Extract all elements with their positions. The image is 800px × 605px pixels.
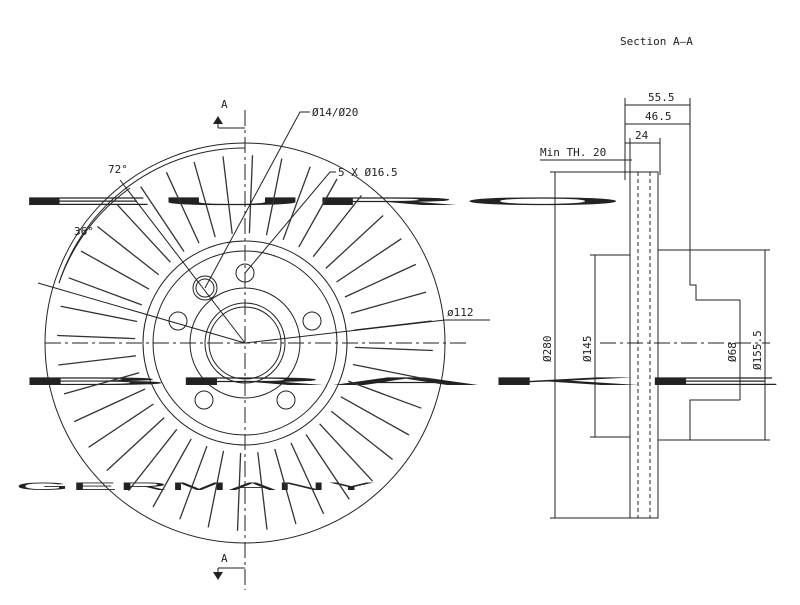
section-title: Section A–A	[620, 35, 693, 48]
front-view	[37, 110, 490, 590]
cooling-vane	[350, 291, 427, 314]
section-label-top: A	[221, 98, 228, 111]
height-total-label: 55.5	[648, 91, 675, 104]
leader-pcd	[244, 319, 490, 344]
cooling-vane	[127, 428, 178, 492]
cooling-vane	[96, 225, 160, 276]
cooling-vane	[352, 363, 430, 381]
bolt-hole	[194, 390, 214, 410]
pcd-label: ø112	[447, 306, 474, 319]
bolt-hole	[276, 390, 296, 410]
cooling-vane	[80, 250, 150, 290]
cooling-vane	[117, 204, 171, 263]
cooling-vane	[340, 396, 410, 436]
angle-label-72: 72°	[108, 163, 128, 176]
cooling-vane	[63, 372, 140, 395]
diameter-center-label: Ø68	[726, 342, 739, 362]
cooling-vane	[222, 156, 233, 234]
angle-arc-72	[58, 147, 246, 284]
section-hat-top	[658, 249, 740, 301]
cooling-vane	[58, 355, 136, 366]
bolt-pattern-label: 5 X Ø16.5	[338, 166, 398, 179]
cooling-vane	[330, 410, 394, 461]
angle-ray-36	[119, 179, 246, 344]
cooling-vane	[236, 452, 242, 531]
diameter-outer-label: Ø280	[541, 336, 554, 363]
section-label-bottom: A	[221, 552, 228, 565]
cooling-vane	[73, 388, 146, 423]
cooling-vane	[207, 450, 225, 528]
bolt-hole	[302, 311, 322, 331]
section-arrow-bottom	[213, 572, 223, 580]
cooling-vane	[290, 442, 325, 515]
bolt-holes	[168, 263, 322, 410]
cooling-vane	[60, 305, 138, 323]
cooling-vane	[106, 417, 165, 471]
section-view	[540, 98, 770, 519]
bolt-hole-label: Ø14/Ø20	[312, 106, 358, 119]
cooling-vane	[165, 171, 200, 244]
cooling-vane	[274, 448, 297, 525]
cooling-vane	[298, 178, 338, 248]
cooling-vane	[248, 155, 254, 234]
cooling-vane	[179, 445, 208, 520]
leader-bolt-hole	[204, 111, 310, 289]
section-view-labels: Section A–A 55.5 46.5 24 Min TH. 20 Ø280…	[540, 35, 764, 370]
cooling-vane	[88, 403, 154, 448]
front-view-labels: A A 72° 36° Ø14/Ø20 5 X Ø16.5 ø112	[74, 98, 474, 565]
min-thickness-label: Min TH. 20	[540, 146, 606, 159]
cooling-vane	[319, 423, 373, 482]
cooling-vane	[257, 452, 268, 530]
cooling-vane	[312, 194, 363, 258]
bolt-hole	[168, 311, 188, 331]
watermark-line2: BRAKE	[15, 376, 785, 388]
section-friction-ring	[629, 171, 659, 519]
leader-bolt-pattern	[244, 171, 336, 274]
cooling-vane	[354, 346, 433, 352]
cooling-vane	[347, 380, 422, 409]
angle-label-36: 36°	[74, 225, 94, 238]
height-hat-label: 46.5	[645, 110, 672, 123]
cooling-vane	[152, 438, 192, 508]
bolt-hole-marked	[195, 278, 215, 298]
disc-thickness-label: 24	[635, 129, 649, 142]
cooling-vane	[68, 277, 143, 306]
cooling-vane	[140, 186, 185, 252]
watermark: EURO BRAKE GERMANY	[15, 196, 785, 493]
angle-ray-72	[37, 282, 246, 344]
cooling-vane	[305, 434, 350, 500]
angle-arc-36	[58, 187, 131, 284]
cooling-vane	[282, 166, 311, 241]
cooling-vane	[57, 334, 136, 340]
bolt-hole-marked-counterbore	[192, 275, 218, 301]
section-hat-bottom	[658, 399, 740, 441]
cooling-vane	[344, 263, 417, 298]
cooling-vane	[325, 215, 384, 269]
watermark-line3: GERMANY	[15, 481, 379, 493]
cooling-vane	[336, 238, 402, 283]
section-arrow-top	[213, 116, 223, 124]
cooling-vane	[265, 158, 283, 236]
diameter-hat-outer-label: Ø155.5	[751, 330, 764, 370]
diameter-hat-label: Ø145	[581, 336, 594, 363]
cooling-vane	[193, 161, 216, 238]
